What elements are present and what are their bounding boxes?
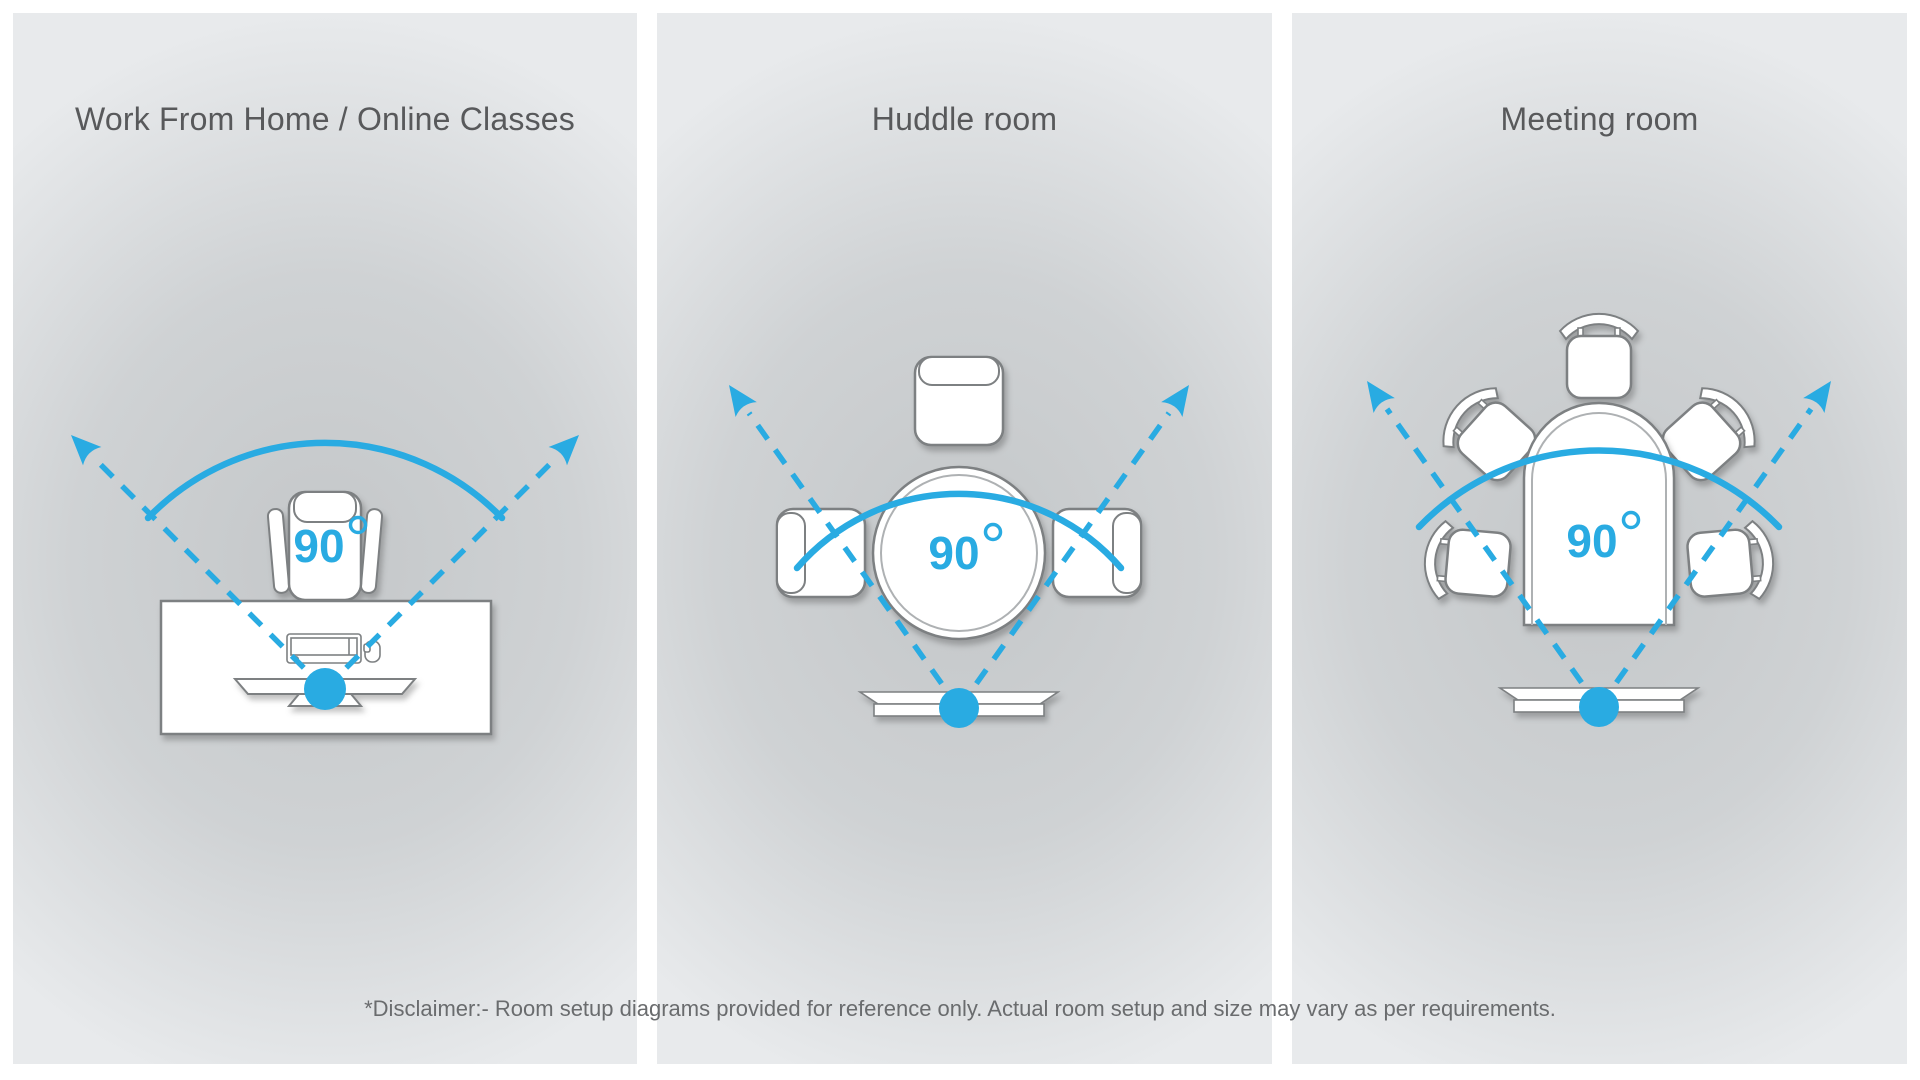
fov-arrowhead-left-icon [1367, 381, 1395, 414]
degree-symbol [348, 515, 368, 535]
chair-headrest [293, 491, 357, 523]
round-table [871, 465, 1047, 641]
fov-angle-label: 90 [928, 527, 979, 579]
chair-top [1558, 312, 1640, 400]
chair-mid-right [1684, 518, 1778, 606]
conference-table [1522, 401, 1676, 627]
huddle-room-diagram: 90 [729, 355, 1189, 728]
meeting-room-diagram: 90 [1367, 312, 1831, 727]
panel-work-from-home: Work From Home / Online Classes [13, 13, 637, 1064]
webcam-dot [1579, 687, 1619, 727]
webcam-dot [304, 668, 346, 710]
fov-arc [144, 439, 506, 522]
chair-mid-left [1420, 518, 1514, 606]
work-from-home-diagram: 90 [71, 435, 579, 736]
panel-meeting-room: Meeting room [1292, 13, 1907, 1064]
desk [159, 599, 493, 736]
panel-title-meeting-room: Meeting room [1500, 101, 1699, 137]
degree-symbol [983, 522, 1003, 542]
panel-title-work-from-home: Work From Home / Online Classes [75, 101, 575, 137]
fov-dashed-line-right [956, 411, 1172, 710]
disclaimer-text: *Disclaimer:- Room setup diagrams provid… [364, 996, 1556, 1021]
fov-dashed-line-left [1384, 407, 1602, 709]
webcam-dot [939, 688, 979, 728]
desk-top [159, 599, 493, 736]
panel-title-huddle-room: Huddle room [871, 101, 1058, 137]
office-chair [266, 490, 384, 602]
fov-arrowhead-left-icon [729, 385, 757, 418]
fov-arc [1415, 447, 1783, 531]
fov-arrowhead-right-icon [548, 435, 579, 466]
fov-angle-label: 90 [293, 520, 344, 572]
fov-arrowhead-right-icon [1803, 381, 1831, 414]
fov-dashed-line-right [1596, 407, 1814, 709]
fov-arrowhead-left-icon [71, 435, 102, 466]
fov-arrowhead-right-icon [1161, 385, 1189, 418]
fov-dashed-line-left [95, 459, 327, 691]
fov-dashed-line-left [746, 411, 962, 710]
panel-huddle-room: Huddle room [657, 13, 1272, 1064]
fov-angle-label: 90 [1566, 515, 1617, 567]
fov-dashed-line-right [323, 459, 555, 691]
degree-symbol [1621, 510, 1641, 530]
chair-armrest-left [266, 508, 291, 594]
fov-arc [793, 490, 1125, 572]
chair-top [913, 355, 1005, 447]
chair-armrest-right [359, 508, 384, 594]
